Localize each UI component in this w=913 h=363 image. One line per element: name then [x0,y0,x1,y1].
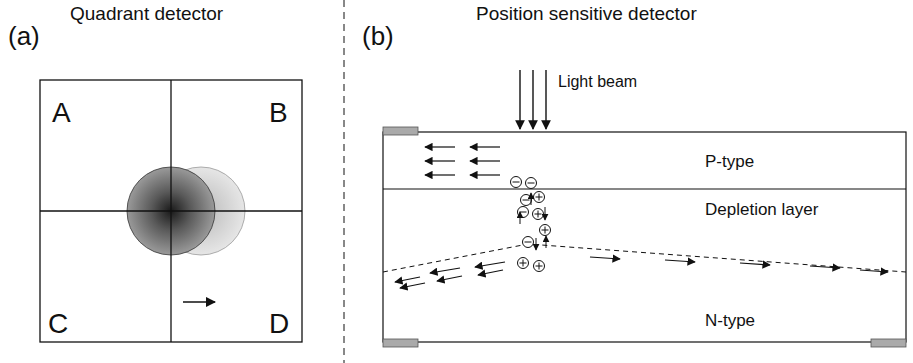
beam-label: Light beam [558,73,637,91]
current-arrow [810,266,840,268]
drift-arrow [545,207,546,220]
panel-heading: Position sensitive detector [476,4,697,25]
drift-arrow [546,236,547,248]
quadrant-cell: B [171,80,302,211]
quadrant-cell: D [171,211,302,342]
charge-carrier [518,207,529,218]
current-arrow [478,270,503,275]
current-arrow [475,262,505,267]
electrode [871,339,906,347]
charge-carrier [540,225,551,236]
drift-arrow [536,238,537,250]
panel-letter: (b) [362,22,394,51]
quadrant-cell: A [40,80,171,211]
current-arrow [395,277,420,282]
quadrant-letter: A [52,98,71,129]
motion-arrow [183,301,215,303]
charge-carrier [521,195,532,206]
current-arrow [590,257,620,259]
layer-name: N-type [705,312,755,331]
psd [383,70,906,347]
semiconductor-layer: Depletion layer [383,189,906,244]
current-arrow [860,270,888,272]
current-arrow [425,146,455,147]
layer-name: Depletion layer [705,201,818,220]
electrode [383,127,418,135]
semiconductor-layer: P-type [383,132,906,189]
charge-carrier [534,261,545,272]
current-arrow [665,260,695,262]
current-arrow [470,160,500,161]
current-arrow [425,174,455,175]
semiconductor-layer: N-type [383,275,906,342]
current-arrow [470,174,500,175]
depletion-boundary [383,244,906,272]
electrode [383,339,418,347]
current-arrows [395,147,888,288]
detector-outline [40,80,302,342]
panel-heading: Quadrant detector [70,4,223,25]
current-arrow [425,160,455,161]
panel-divider [344,0,345,363]
charge-carrier [523,237,534,248]
quadrant-detector [40,80,302,342]
quadrant-letter: D [269,309,289,340]
drift-arrow [531,193,532,205]
current-arrow [400,283,425,288]
charge-carrier [534,192,545,203]
charge-carriers [511,177,551,272]
quadrant-divider [40,210,302,211]
current-arrow [740,263,770,265]
charge-carrier [511,177,522,188]
panel-letter: (a) [8,22,40,51]
junction-line [383,188,906,189]
quadrant-letter: B [269,98,288,129]
quadrant-cell: C [40,211,171,342]
charge-carrier [526,178,537,189]
light-rays [520,70,546,129]
current-arrow [430,268,460,273]
charge-carrier [518,258,529,269]
psd-outline [383,132,906,342]
current-arrow [470,146,500,147]
drift-arrow [520,212,521,224]
quadrant-letter: C [48,309,68,340]
current-arrow [437,276,462,281]
layer-name: P-type [705,153,754,172]
charge-carrier [533,209,544,220]
